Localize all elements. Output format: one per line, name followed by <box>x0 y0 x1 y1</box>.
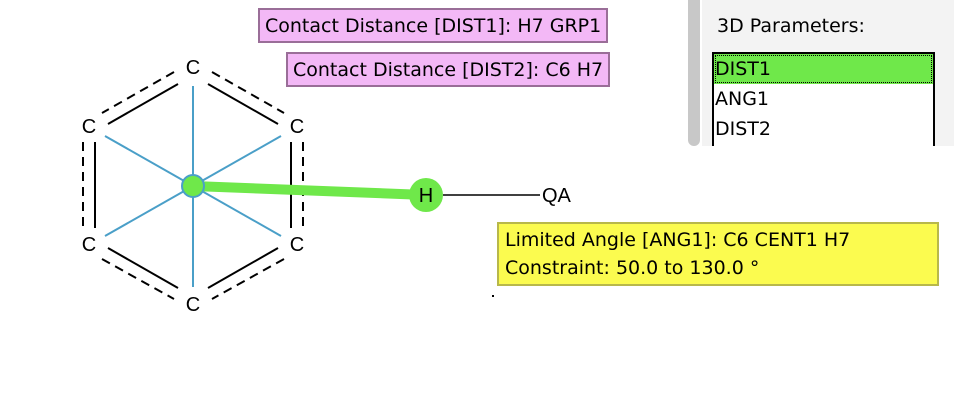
tooltip-dist1: Contact Distance [DIST1]: H7 GRP1 <box>258 8 609 43</box>
centroid-spokes <box>104 86 282 287</box>
list-item-ang1[interactable]: ANG1 <box>715 88 770 110</box>
list-item-dist2[interactable]: DIST2 <box>715 118 771 140</box>
atom-c-lower-right[interactable]: C <box>290 234 304 256</box>
distance-highlight-bond <box>192 181 427 200</box>
tooltip-ang1: Limited Angle [ANG1]: C6 CENT1 H7 Constr… <box>497 222 939 286</box>
tooltip-ang1-constraint: Constraint: 50.0 to 130.0 ° <box>505 257 760 279</box>
atom-c-upper-right[interactable]: C <box>290 116 304 138</box>
tooltip-dist2: Contact Distance [DIST2]: C6 H7 <box>286 52 611 87</box>
atom-hydrogen[interactable]: H <box>419 185 433 207</box>
parameters-label: 3D Parameters: <box>717 15 865 37</box>
parameters-list[interactable]: DIST1 ANG1 DIST2 <box>712 52 935 146</box>
centroid-atom[interactable] <box>181 174 205 198</box>
atom-c-bottom[interactable]: C <box>186 294 200 316</box>
tooltip-ang1-title: Limited Angle [ANG1]: C6 CENT1 H7 <box>505 229 851 251</box>
atom-c-top[interactable]: C <box>186 57 200 79</box>
scrollbar[interactable] <box>688 0 700 146</box>
atom-c-upper-left[interactable]: C <box>82 116 96 138</box>
parameters-panel: 3D Parameters: DIST1 ANG1 DIST2 <box>702 0 954 146</box>
aromatic-ring-bonds <box>82 71 304 300</box>
atom-c-lower-left[interactable]: C <box>82 234 96 256</box>
list-item-dist1[interactable]: DIST1 <box>714 54 933 84</box>
hydrogen-highlight[interactable] <box>409 178 443 212</box>
stray-dot <box>492 295 494 297</box>
atom-query-qa[interactable]: QA <box>542 185 572 207</box>
